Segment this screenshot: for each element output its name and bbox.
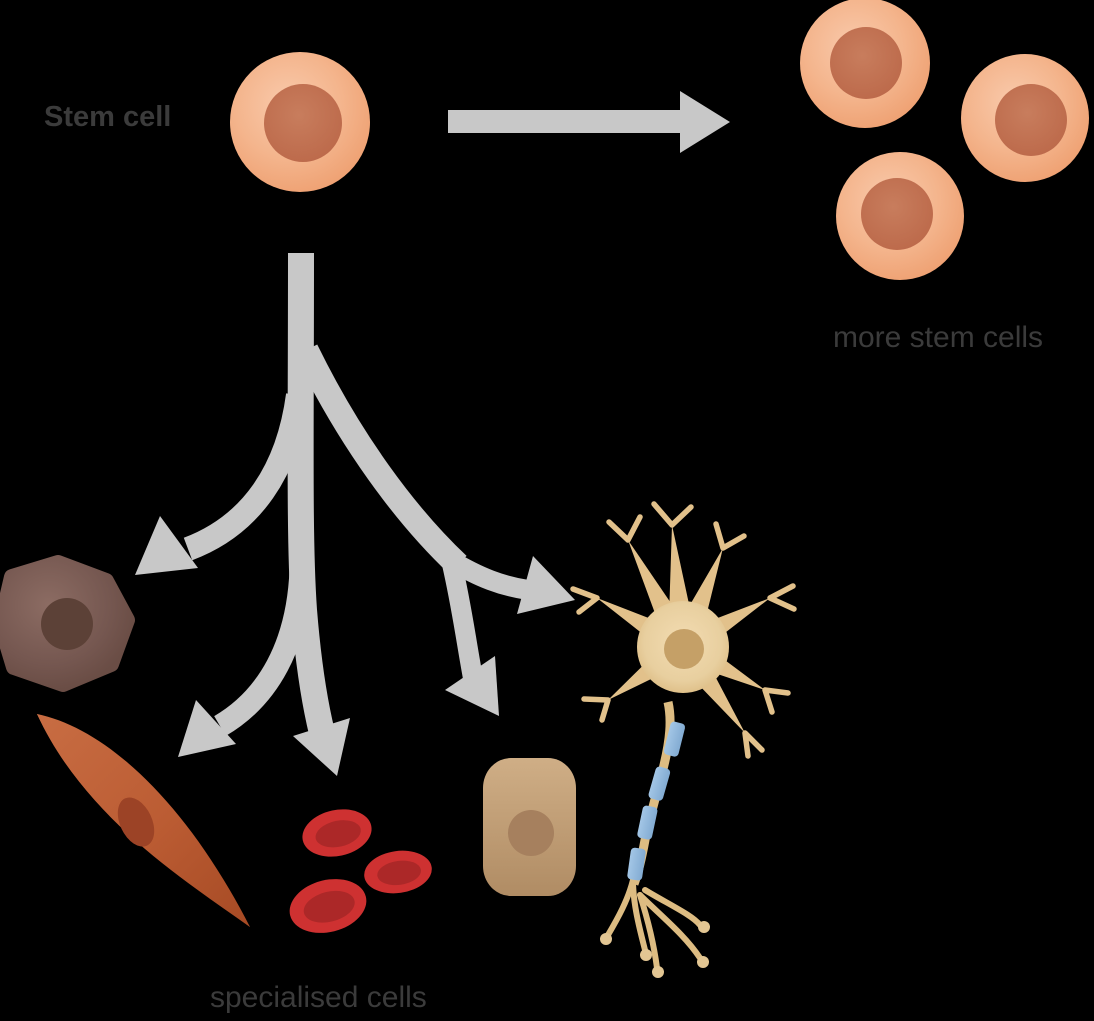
specialised-cells-label: specialised cells <box>210 981 427 1014</box>
stem-cell-copy-1 <box>800 0 930 128</box>
differentiation-arrow-epithelial-cell <box>442 561 499 716</box>
differentiation-arrow-muscle-cell <box>178 569 313 757</box>
nerve-cell-illustration <box>570 501 797 978</box>
axon-terminals <box>605 877 703 971</box>
more-stem-cells-label: more stem cells <box>833 321 1044 354</box>
more-stem-cells-group <box>800 0 1089 280</box>
stem-cell-label: Stem cell <box>44 101 172 133</box>
muscle-cell-nucleus <box>117 797 155 847</box>
differentiation-arrows <box>135 252 575 776</box>
brown-cell-illustration <box>0 555 135 692</box>
dendrite-forks <box>570 501 797 759</box>
differentiation-arrow-brown-cell <box>135 393 310 575</box>
stem-cell-copy-3 <box>836 152 964 280</box>
muscle-cell-illustration <box>37 714 250 927</box>
brown-cell-nucleus <box>41 598 93 650</box>
stem-cell-copy-2 <box>961 54 1089 182</box>
red-blood-cell <box>289 879 367 933</box>
red-blood-cells-illustration <box>289 809 432 933</box>
epithelial-cell-nucleus <box>508 810 554 856</box>
stem-cell-nucleus <box>264 84 342 162</box>
red-blood-cell <box>364 850 432 894</box>
axon-terminal-bulbs <box>600 921 710 978</box>
epithelial-cell-illustration <box>483 758 576 896</box>
myelin-sheath <box>627 721 686 881</box>
differentiation-arrow-red-blood-cells <box>287 252 350 776</box>
red-blood-cell <box>302 809 372 857</box>
stem-cell-illustration <box>230 52 370 192</box>
nerve-cell-nucleus <box>664 629 704 669</box>
self-renewal-arrow <box>448 91 730 153</box>
